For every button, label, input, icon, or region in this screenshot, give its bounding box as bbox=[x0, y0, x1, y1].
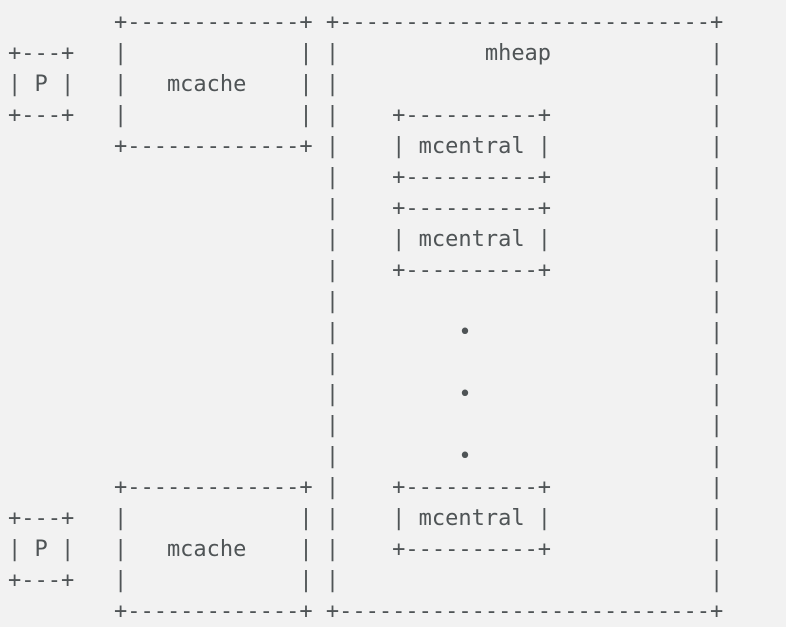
memory-allocator-ascii-diagram: +-------------+ +-----------------------… bbox=[8, 10, 724, 624]
diagram-page: { "diagram": { "kind": "ascii-art", "tit… bbox=[8, 10, 724, 624]
